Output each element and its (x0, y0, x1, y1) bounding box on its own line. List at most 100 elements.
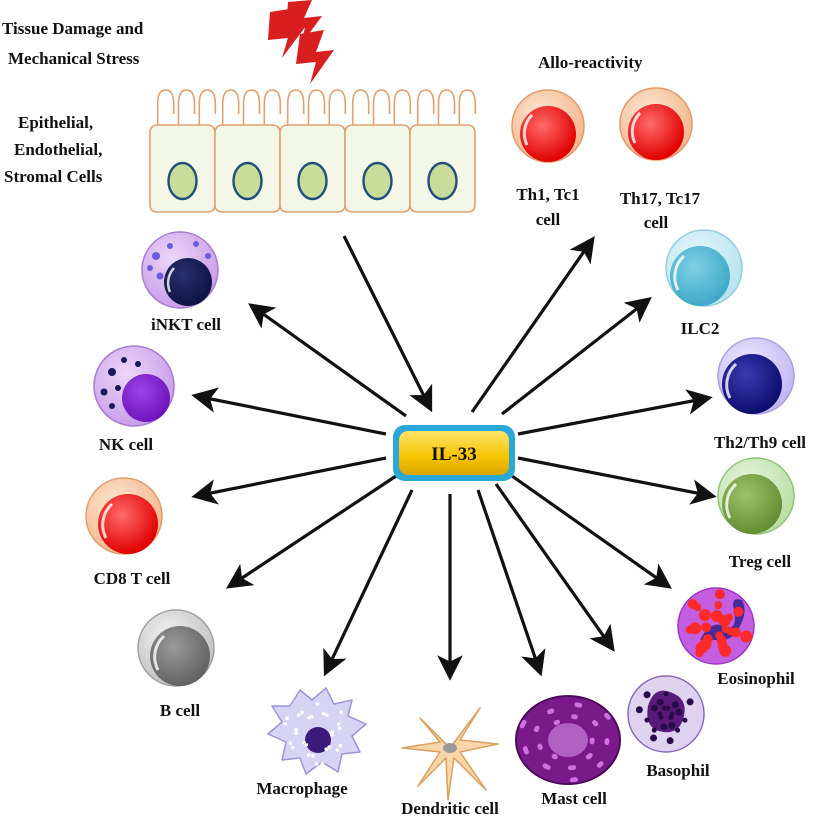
vacuole (337, 726, 342, 731)
ilc2-label: ILC2 (681, 319, 720, 338)
vacuole (338, 744, 343, 748)
il33-label: IL-33 (431, 444, 476, 465)
epithelial-nucleus (167, 161, 198, 201)
basophil-cell (627, 675, 705, 753)
arrow-to-ilc2 (501, 297, 652, 416)
vacuole (311, 753, 315, 758)
vacuole (302, 741, 306, 745)
vacuole (314, 762, 319, 766)
granule (668, 715, 674, 721)
granule (542, 763, 548, 769)
epithelial-nucleus (362, 161, 393, 201)
il33-center-badge: IL-33 (393, 425, 515, 481)
vacuole (320, 761, 325, 766)
basophil-label: Basophil (646, 761, 710, 780)
granule (663, 691, 669, 697)
granule (661, 705, 667, 711)
microvillus (351, 89, 370, 133)
granule (521, 719, 527, 725)
granule (660, 723, 668, 731)
arrow-to-th2 (517, 389, 713, 436)
macrophage-label: Macrophage (256, 779, 348, 798)
th17-label-line1: Th17, Tc17 (620, 189, 701, 208)
mast-cell-label: Mast cell (541, 789, 607, 808)
vacuole (306, 753, 311, 757)
b-cell (137, 609, 215, 687)
microvillus (458, 89, 477, 133)
dendritic-cell-label: Dendritic cell (401, 799, 499, 817)
epithelial-nucleus (427, 161, 458, 201)
granule (668, 722, 676, 730)
granule (572, 714, 578, 720)
microvillus (286, 89, 305, 133)
granule (567, 765, 573, 771)
vacuole (294, 728, 298, 732)
granule (121, 357, 127, 363)
cd8-t-cell-label: CD8 T cell (94, 569, 171, 588)
vacuole (294, 731, 298, 736)
granule (585, 754, 591, 760)
granule (108, 368, 116, 376)
granule (534, 725, 540, 731)
granule (714, 601, 723, 610)
vacuole (335, 748, 340, 752)
granule (666, 737, 674, 745)
granule (740, 630, 753, 643)
granule (549, 708, 555, 714)
granule (555, 719, 560, 725)
granule (147, 265, 153, 271)
granule (675, 708, 683, 716)
epithelial-cell (149, 89, 217, 213)
vacuole (325, 713, 329, 717)
inkt-cell (141, 231, 219, 309)
granule (606, 715, 611, 720)
granule (537, 743, 543, 749)
granule (577, 702, 583, 708)
treg-label: Treg cell (729, 552, 791, 571)
microvillus (221, 89, 240, 133)
granule (167, 243, 173, 249)
granule (689, 622, 702, 635)
microvillus (437, 89, 456, 133)
th2-th9-label: Th2/Th9 cell (714, 433, 806, 452)
mast-cell (515, 695, 621, 785)
granule (726, 627, 735, 636)
vacuole (288, 741, 293, 745)
granule (695, 642, 708, 655)
epithelial-cell (409, 89, 477, 213)
granule (718, 614, 731, 627)
granule (657, 711, 663, 717)
ilc2-cell (665, 229, 743, 307)
arrow-to-bcell (225, 474, 397, 589)
th17-label-line2: cell (644, 213, 669, 232)
arrow-to-eosinophil (511, 474, 672, 589)
microvillus (156, 89, 175, 133)
arrow-to-nk (191, 387, 387, 436)
vacuole (329, 733, 334, 737)
vacuole (297, 713, 301, 718)
granule (675, 727, 681, 733)
arrows (191, 235, 717, 681)
granule (551, 753, 557, 759)
th1-tc1-cell (511, 89, 585, 163)
granule (717, 640, 728, 651)
cells-label-line2: Endothelial, (14, 140, 102, 159)
granule (686, 698, 694, 706)
granule (522, 746, 528, 751)
vacuole (300, 710, 305, 715)
allo-reactivity-label: Allo-reactivity (538, 53, 643, 72)
stress-label-line1: Tissue Damage and (2, 19, 144, 38)
vacuole (327, 745, 331, 749)
granule (656, 698, 664, 706)
arrow-to-cd8 (191, 456, 387, 505)
epithelial-cell (214, 89, 282, 213)
vacuole (290, 745, 295, 750)
epithelial-cell-layer (149, 89, 477, 213)
granule (644, 717, 650, 723)
granule (650, 734, 658, 742)
microvillus (393, 89, 412, 133)
cells-label-line1: Epithelial, (18, 113, 93, 132)
granule (650, 704, 658, 712)
eosinophil-label: Eosinophil (717, 669, 795, 688)
